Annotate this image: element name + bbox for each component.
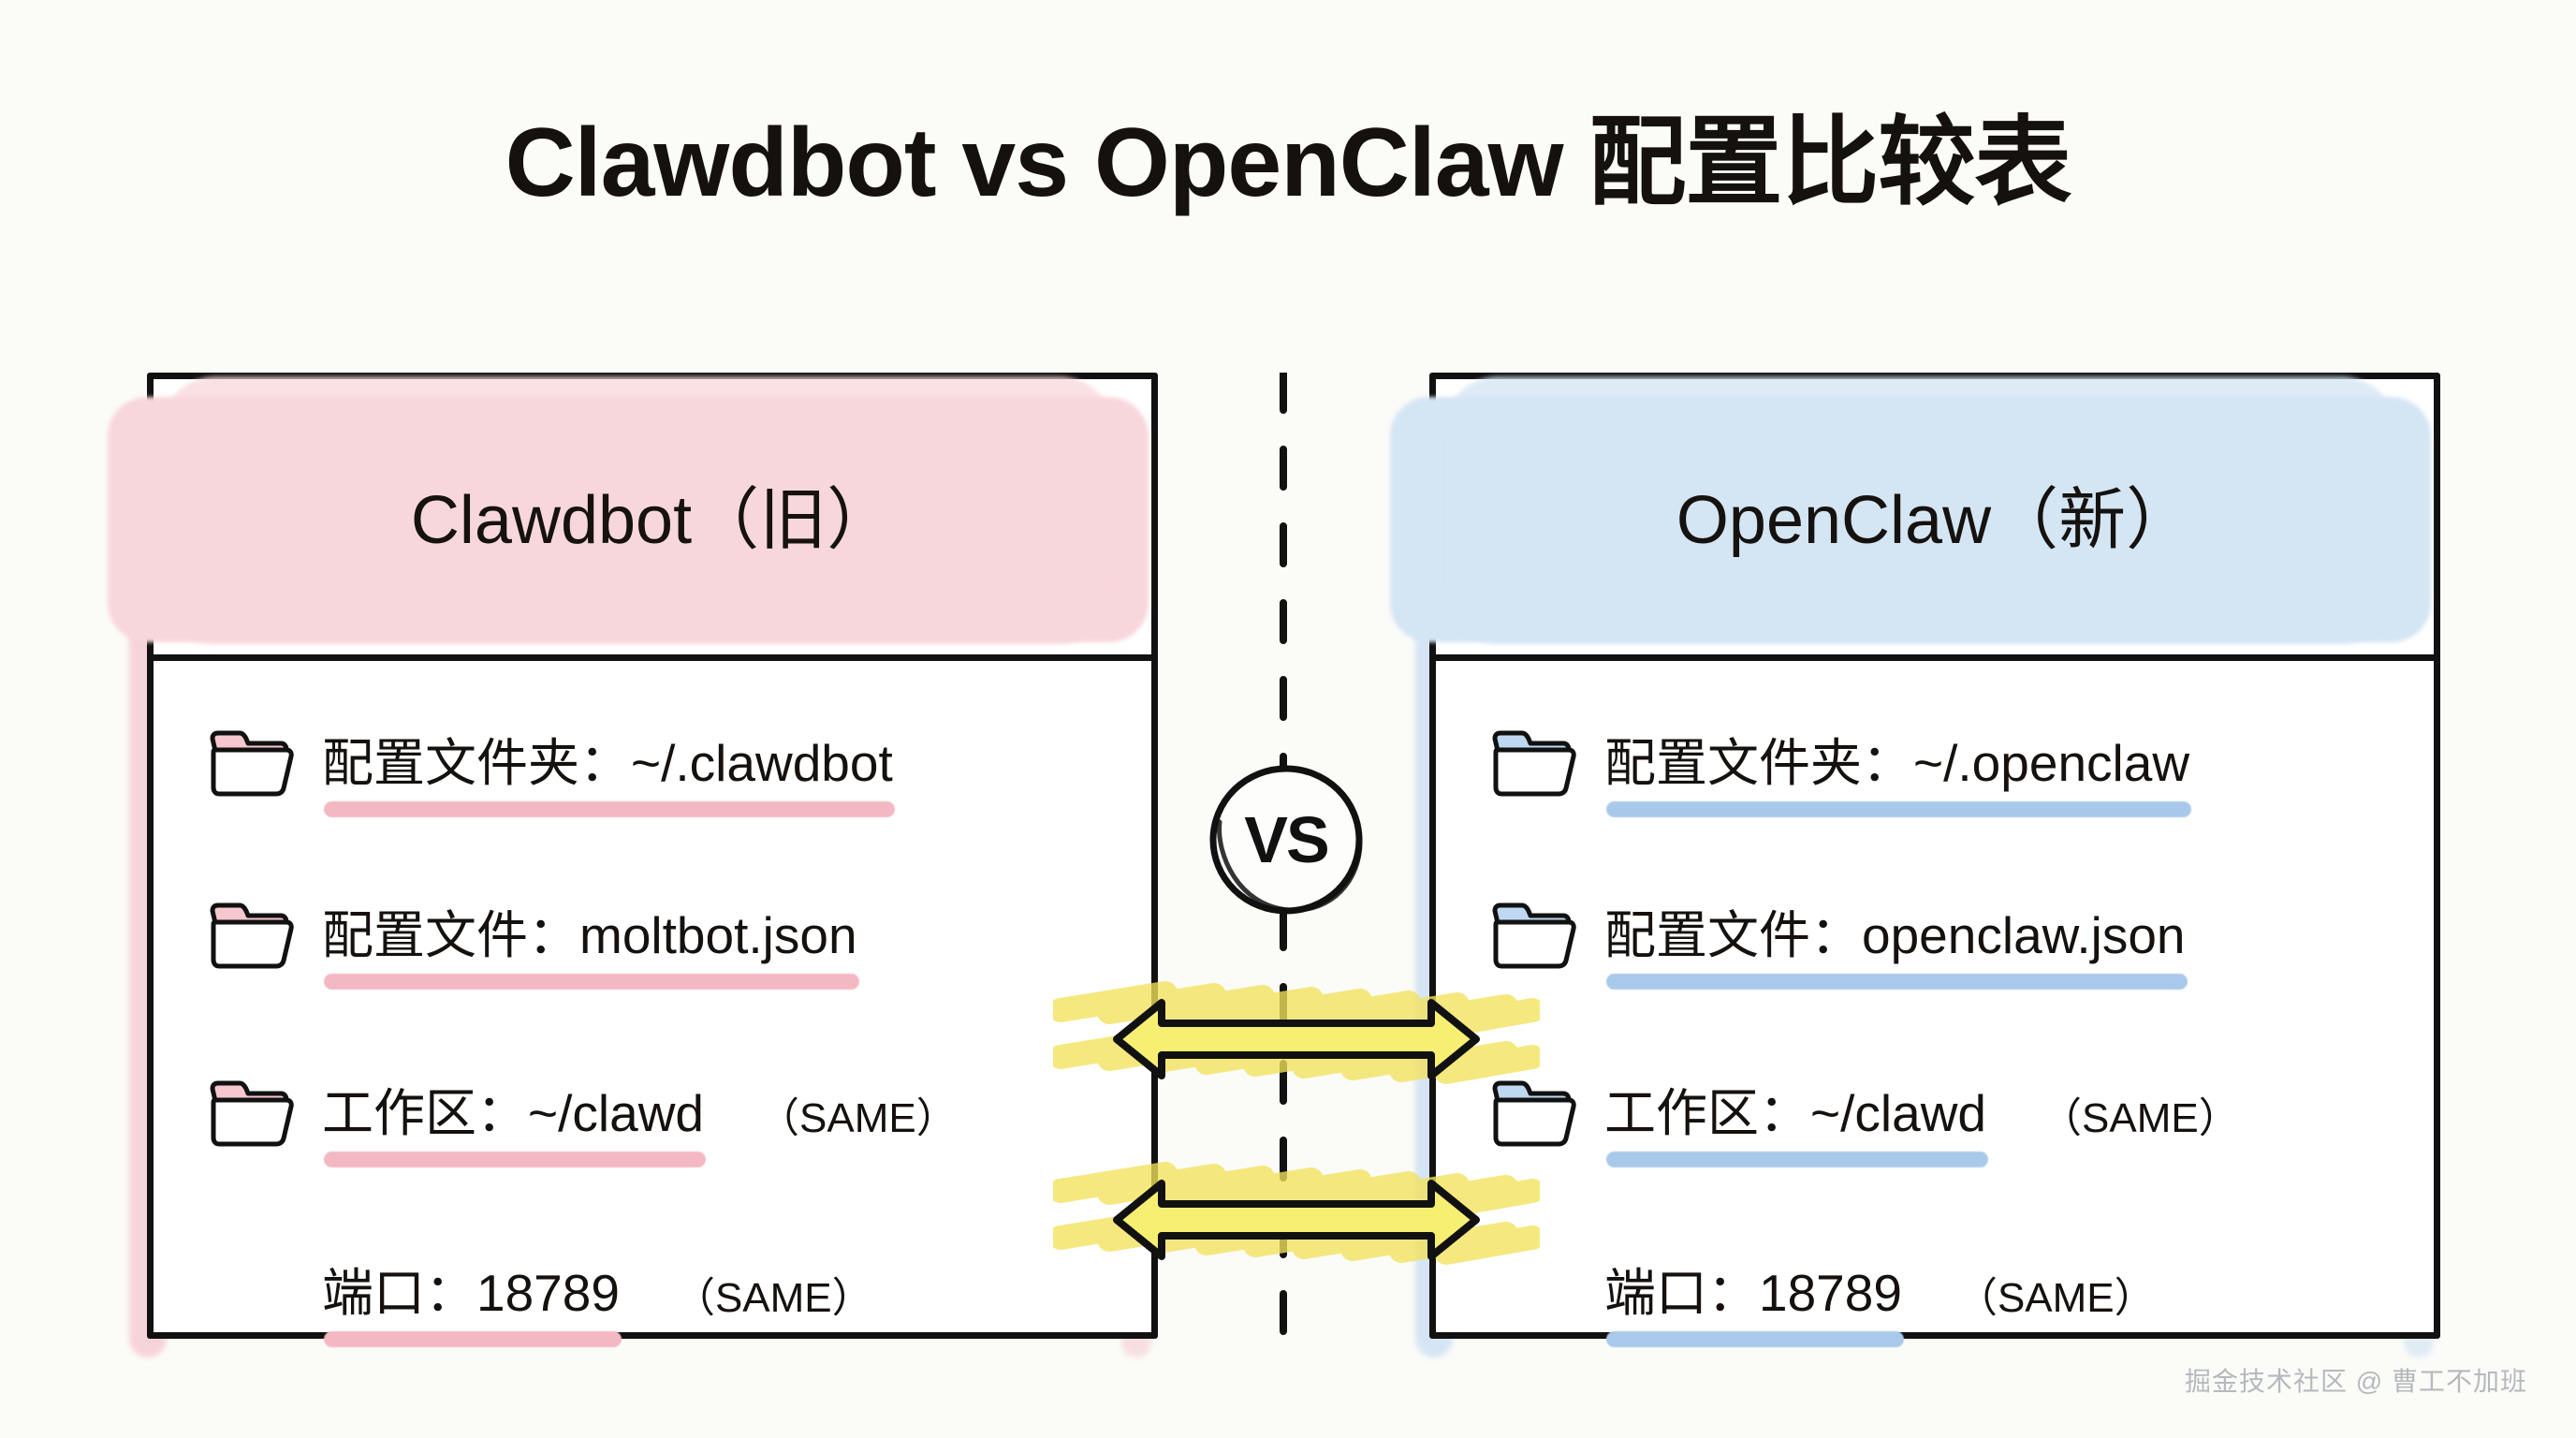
- same-badge: （SAME）: [2041, 1095, 2240, 1141]
- list-item[interactable]: 配置文件：openclaw.json: [1490, 866, 2188, 1006]
- same-badge: （SAME）: [1955, 1275, 2156, 1321]
- vs-circle-icon: [1209, 765, 1363, 915]
- list-item-label: 配置文件夹：~/.openclaw: [1604, 734, 2190, 793]
- row-text-wrap: 配置文件夹：~/.openclaw: [1604, 734, 2192, 817]
- panel-header-clawdbot: Clawdbot（旧）: [108, 373, 1158, 661]
- row-text-wrap: 端口：18789: [1604, 1264, 1904, 1347]
- list-item-label: 配置文件夹：~/.clawdbot: [322, 734, 893, 793]
- folder-icon: [208, 726, 298, 801]
- vs-badge: VS: [1203, 756, 1369, 923]
- folder-icon: [208, 1077, 298, 1152]
- connector-port-same-arrow: [1053, 1150, 1540, 1290]
- page-title: Clawdbot vs OpenClaw 配置比较表: [505, 109, 2072, 217]
- row-text-wrap: 配置文件：moltbot.json: [322, 906, 859, 990]
- folder-icon: [1490, 899, 1580, 974]
- highlight-underline: [1606, 973, 2188, 990]
- list-item-label: 工作区：~/clawd: [322, 1084, 705, 1143]
- same-badge: （SAME）: [758, 1095, 958, 1141]
- bidirectional-arrow-icon: [1113, 999, 1480, 1079]
- connector-workspace-same-arrow: [1053, 969, 1540, 1109]
- row-text-wrap: 配置文件：openclaw.json: [1604, 906, 2188, 990]
- row-text-wrap: 端口：18789: [322, 1264, 622, 1347]
- list-item-label: 工作区：~/clawd: [1604, 1084, 1987, 1143]
- highlight-underline: [1606, 1151, 1989, 1167]
- highlight-underline: [324, 1151, 707, 1167]
- list-item[interactable]: 端口：18789 （SAME）: [1490, 1224, 2156, 1364]
- folder-icon: [1490, 726, 1580, 801]
- list-item[interactable]: 工作区：~/clawd （SAME）: [1490, 1044, 2240, 1184]
- header-marker-fill-overlay: [1442, 376, 2397, 644]
- list-item-label: 配置文件：moltbot.json: [322, 906, 857, 965]
- folder-icon: [1490, 1077, 1580, 1152]
- list-item-label: 端口：18789: [322, 1264, 620, 1323]
- highlight-underline: [1606, 800, 2192, 817]
- row-text-wrap: 工作区：~/clawd: [322, 1084, 707, 1167]
- list-item[interactable]: 配置文件夹：~/.clawdbot: [208, 694, 895, 834]
- panel-body-clawdbot: 配置文件夹：~/.clawdbot 配置文件：moltbot.json: [154, 668, 1151, 1347]
- list-item-label: 端口：18789: [1604, 1264, 1902, 1323]
- panel-header-openclaw: OpenClaw（新）: [1390, 373, 2440, 661]
- panel-clawdbot: Clawdbot（旧） 配置文件夹：~/.clawdbot: [108, 373, 1158, 1347]
- folder-icon: [208, 899, 298, 974]
- panel-openclaw: OpenClaw（新） 配置文件夹：~/.openclaw: [1390, 373, 2440, 1347]
- panel-header-label: OpenClaw（新）: [1676, 483, 2194, 558]
- list-item[interactable]: 配置文件夹：~/.openclaw: [1490, 694, 2192, 834]
- same-badge: （SAME）: [673, 1275, 873, 1321]
- highlight-underline: [324, 1330, 622, 1347]
- highlight-underline: [1606, 1330, 1904, 1347]
- panel-header-label: Clawdbot（旧）: [410, 483, 895, 558]
- vs-label: VS: [1244, 803, 1329, 876]
- row-text-wrap: 工作区：~/clawd: [1604, 1084, 1989, 1167]
- highlight-underline: [324, 973, 859, 990]
- header-marker-fill-overlay: [160, 376, 1115, 644]
- bidirectional-arrow-icon: [1113, 1180, 1480, 1260]
- list-item[interactable]: 端口：18789 （SAME）: [208, 1224, 873, 1364]
- list-item[interactable]: 工作区：~/clawd （SAME）: [208, 1044, 958, 1184]
- panel-body-openclaw: 配置文件夹：~/.openclaw 配置文件：openclaw.json: [1436, 668, 2434, 1347]
- highlight-underline: [324, 800, 895, 817]
- row-text-wrap: 配置文件夹：~/.clawdbot: [322, 734, 895, 817]
- list-item-label: 配置文件：openclaw.json: [1604, 906, 2186, 965]
- list-item[interactable]: 配置文件：moltbot.json: [208, 866, 859, 1006]
- watermark: 掘金技术社区 @ 曹工不加班: [2185, 1367, 2527, 1396]
